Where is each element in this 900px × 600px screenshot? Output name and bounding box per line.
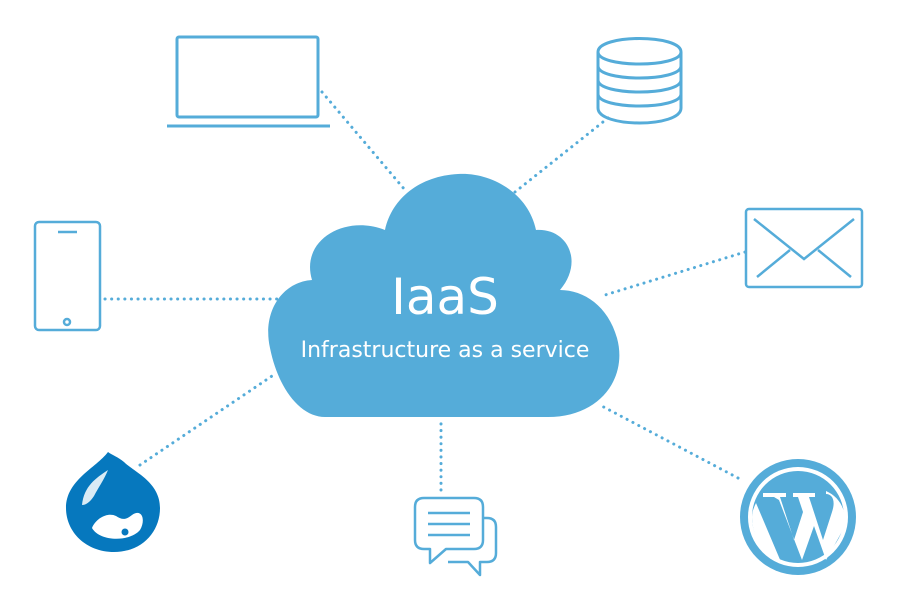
connectors <box>103 90 747 492</box>
database-icon <box>596 37 683 125</box>
envelope-icon <box>744 207 864 289</box>
drupal-logo-icon <box>66 452 160 552</box>
chat-bubbles-icon <box>413 496 498 577</box>
connector-laptop <box>320 90 407 192</box>
smartphone-icon <box>33 220 102 332</box>
laptop-icon <box>167 35 330 128</box>
cloud-subtitle: Infrastructure as a service <box>301 338 590 363</box>
wordpress-logo-icon <box>740 459 856 575</box>
connector-envelope <box>603 250 747 297</box>
connector-database <box>513 116 610 194</box>
connector-wordpress <box>596 402 740 480</box>
iaas-cloud: IaaS Infrastructure as a service <box>268 173 620 417</box>
cloud-shape <box>268 173 620 417</box>
cloud-title: IaaS <box>391 268 499 326</box>
connector-drupal <box>138 374 274 467</box>
